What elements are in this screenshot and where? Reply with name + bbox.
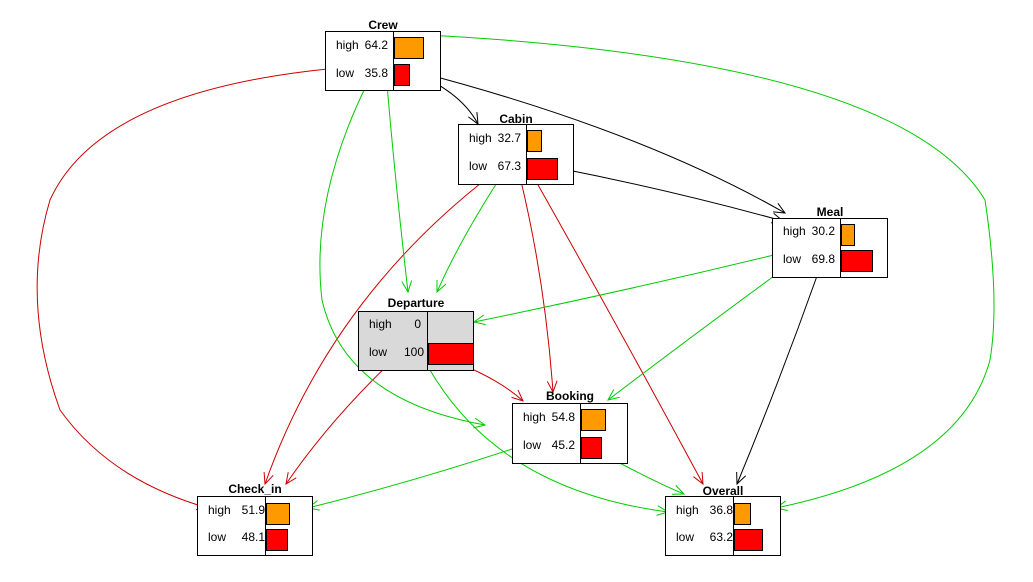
state-label-low: low — [469, 159, 488, 173]
state-label-low: low — [783, 252, 802, 266]
node-divider — [526, 125, 527, 184]
node-divider — [580, 404, 581, 463]
state-value-high: 30.2 — [811, 224, 835, 238]
bar-cabin-high — [527, 130, 542, 152]
edge-departure-to-checkin — [285, 359, 394, 486]
node-title-crew: Crew — [368, 18, 398, 32]
node-departure[interactable]: high 0 low 100 — [358, 311, 474, 371]
edge-meal-to-booking — [607, 267, 786, 401]
node-checkin[interactable]: high 51.9 low 48.1 — [197, 496, 313, 556]
state-label-high: high — [783, 224, 806, 238]
node-booking[interactable]: high 54.8 low 45.2 — [512, 403, 628, 464]
node-title-checkin: Check_in — [228, 482, 282, 496]
node-title-cabin: Cabin — [499, 112, 533, 126]
state-value-high: 32.7 — [497, 131, 521, 145]
state-label-low: low — [523, 438, 542, 452]
bar-meal-high — [841, 224, 855, 246]
state-value-high: 51.9 — [241, 503, 265, 517]
bar-departure-low — [428, 343, 474, 365]
state-label-high: high — [523, 410, 546, 424]
edge-crew-to-checkin — [36, 67, 339, 511]
edge-cabin-to-overall — [532, 175, 704, 486]
state-value-low: 100 — [403, 345, 424, 359]
edge-cabin-to-booking — [519, 176, 558, 394]
node-title-booking: Booking — [546, 389, 594, 403]
state-label-low: low — [208, 530, 227, 544]
bar-crew-high — [394, 37, 424, 59]
state-value-high: 0 — [414, 317, 421, 331]
node-meal[interactable]: high 30.2 low 69.8 — [772, 218, 888, 278]
state-label-low: low — [369, 345, 388, 359]
state-value-low: 35.8 — [364, 66, 388, 80]
node-title-departure: Departure — [387, 296, 445, 310]
node-title-meal: Meal — [816, 205, 844, 219]
edge-cabin-to-checkin — [263, 175, 491, 486]
edge-crew-to-departure — [386, 83, 413, 294]
state-label-high: high — [369, 317, 392, 331]
edge-crew-to-meal — [417, 71, 787, 214]
bar-booking-low — [581, 437, 602, 459]
node-divider — [265, 497, 266, 555]
edge-meal-to-overall — [736, 275, 818, 486]
node-divider — [733, 497, 734, 555]
bar-overall-low — [734, 529, 763, 551]
bar-cabin-low — [527, 158, 558, 180]
state-value-low: 45.2 — [551, 438, 575, 452]
node-overall[interactable]: high 36.8 low 63.2 — [665, 496, 781, 556]
edge-cabin-to-meal — [557, 167, 785, 224]
node-divider — [840, 219, 841, 277]
state-label-high: high — [208, 503, 231, 517]
node-title-overall: Overall — [702, 484, 744, 498]
state-value-low: 67.3 — [497, 159, 521, 173]
state-label-high: high — [676, 503, 699, 517]
node-cabin[interactable]: high 32.7 low 67.3 — [458, 124, 574, 185]
bar-crew-low — [394, 64, 410, 86]
state-value-high: 36.8 — [709, 503, 733, 517]
node-crew[interactable]: high 64.2 low 35.8 — [325, 31, 441, 91]
state-value-low: 63.2 — [709, 530, 733, 544]
bar-overall-high — [734, 503, 751, 525]
state-value-low: 48.1 — [241, 530, 265, 544]
bar-booking-high — [581, 409, 606, 431]
state-label-high: high — [469, 131, 492, 145]
state-value-high: 64.2 — [364, 38, 388, 52]
state-value-low: 69.8 — [811, 252, 835, 266]
edge-meal-to-departure — [472, 252, 783, 326]
state-label-low: low — [676, 530, 695, 544]
node-divider — [427, 312, 428, 370]
bar-checkin-high — [266, 503, 290, 525]
bar-checkin-low — [266, 529, 288, 551]
edge-cabin-to-departure — [436, 177, 501, 294]
state-value-high: 54.8 — [551, 410, 575, 424]
state-label-low: low — [336, 66, 355, 80]
state-label-high: high — [336, 38, 359, 52]
edge-crew-to-booking — [319, 83, 487, 429]
bar-meal-low — [841, 250, 873, 272]
edge-booking-to-checkin — [306, 442, 531, 511]
node-divider — [393, 32, 394, 90]
